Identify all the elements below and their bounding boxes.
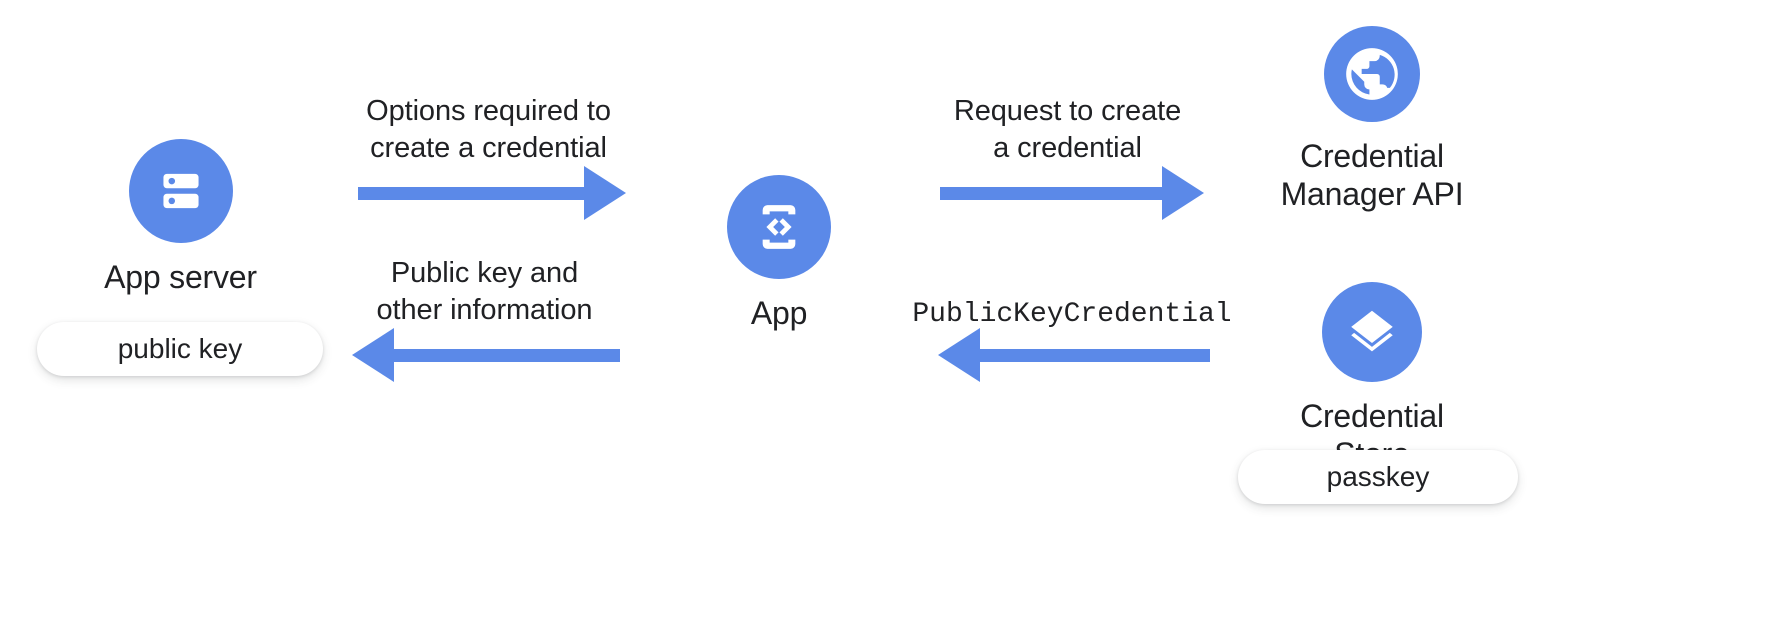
app-code-device-icon [751, 199, 807, 255]
arrow-credential-store-to-app [938, 328, 1210, 382]
server-icon [154, 164, 208, 218]
arrow-app-to-server [352, 328, 620, 382]
arrow-shaft [980, 348, 1210, 362]
credential-manager-api-label: Credential Manager API [1280, 138, 1464, 212]
arrow-head [1162, 166, 1204, 220]
layers-icon [1343, 303, 1401, 361]
credential-store-circle [1322, 282, 1422, 382]
credential-manager-api-circle [1324, 26, 1420, 122]
arrow-head [584, 166, 626, 220]
arrow-head [938, 328, 980, 382]
app-server-circle [128, 139, 233, 243]
node-credential-store: Credential Store [1258, 282, 1486, 474]
app-label: App [750, 295, 808, 331]
caption-public-key-and-other-info: Public key and other information [376, 257, 593, 326]
globe-icon [1341, 43, 1403, 105]
node-app-server: App server [103, 139, 258, 297]
node-credential-manager-api: Credential Manager API [1248, 26, 1496, 214]
arrow-shaft [940, 186, 1162, 200]
node-app: App [727, 175, 831, 333]
caption-publickeycredential: PublicKeyCredential [912, 299, 1232, 330]
arrow-app-to-credential-manager-api [940, 166, 1204, 220]
caption-options-required: Options required to create a credential [366, 95, 611, 164]
arrow-server-to-app [358, 166, 626, 220]
caption-request-to-create: Request to create a credential [953, 95, 1182, 164]
arrow-shaft [394, 348, 620, 362]
chip-public-key-label: public key [117, 333, 243, 364]
chip-public-key: public key [37, 322, 323, 376]
app-circle [727, 175, 831, 279]
app-server-label: App server [104, 259, 257, 295]
chip-passkey-label: passkey [1326, 461, 1430, 492]
chip-passkey: passkey [1238, 450, 1518, 504]
arrow-head [352, 328, 394, 382]
arrow-shaft [358, 186, 584, 200]
